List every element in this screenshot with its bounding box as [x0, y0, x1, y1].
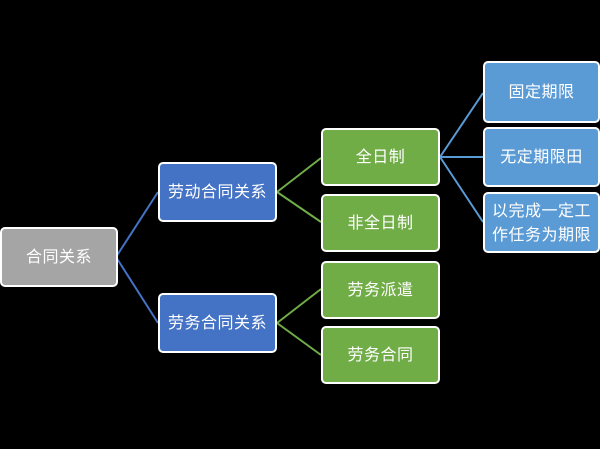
service-contract-node: 劳务合同关系 [158, 293, 277, 353]
labor-contract-node: 劳动合同关系 [158, 162, 277, 222]
fixed-term-label: 固定期限 [508, 82, 575, 101]
dispatch-label: 劳务派遣 [347, 280, 414, 299]
open-term-node: 无定期限田 [483, 127, 600, 187]
connector-labor-to-fulltime [276, 157, 322, 193]
parttime-node: 非全日制 [321, 194, 440, 252]
connector-service-to-contract [276, 322, 322, 356]
connector-labor-to-parttime [276, 191, 322, 223]
fulltime-node: 全日制 [321, 128, 440, 186]
connector-fulltime-to-task [439, 156, 484, 223]
fixed-term-node: 固定期限 [483, 61, 600, 123]
open-term-label: 无定期限田 [500, 147, 583, 166]
fulltime-label: 全日制 [355, 147, 406, 166]
root-node-label: 合同关系 [25, 247, 92, 266]
dispatch-node: 劳务派遣 [321, 261, 440, 319]
service-agreement-label: 劳务合同 [347, 345, 414, 364]
root-node: 合同关系 [0, 227, 118, 287]
connector-service-to-dispatch [276, 288, 322, 324]
task-term-label: 以完成一定工 作任务为期限 [491, 200, 591, 244]
connector-fulltime-to-fixed [439, 92, 484, 158]
labor-contract-label: 劳动合同关系 [167, 182, 267, 201]
task-term-node: 以完成一定工 作任务为期限 [483, 192, 600, 253]
service-agreement-node: 劳务合同 [321, 326, 440, 384]
parttime-label: 非全日制 [347, 213, 414, 232]
connector-root-to-service [115, 256, 159, 324]
service-contract-label: 劳务合同关系 [167, 313, 267, 332]
connector-root-to-labor [115, 191, 159, 258]
